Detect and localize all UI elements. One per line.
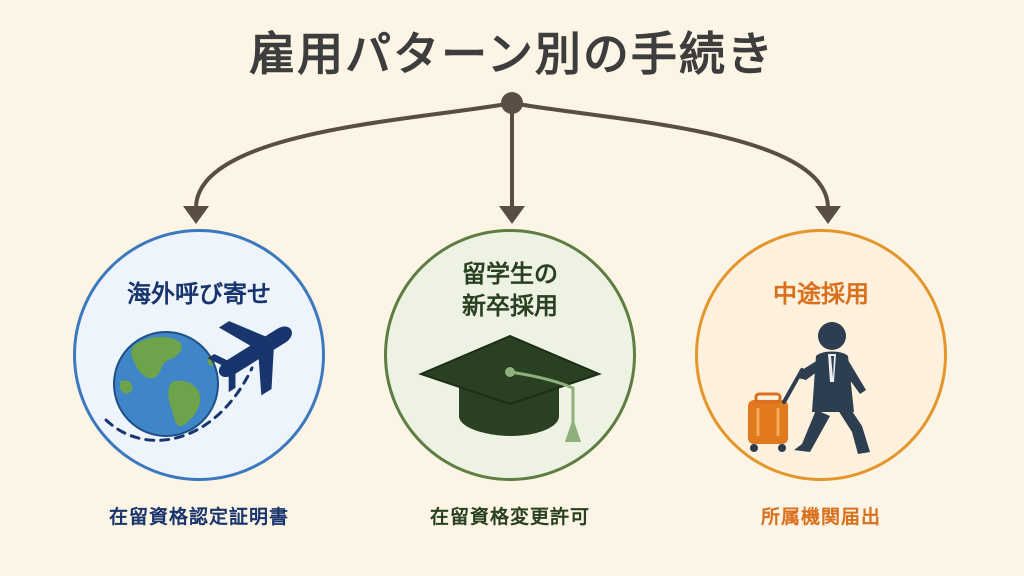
pattern-midcareer-circle: 中途採用 [695,229,947,481]
globe-airplane-icon [104,321,292,442]
graduation-cap-icon [418,334,602,442]
arrow-right-head [815,206,841,224]
procedure-overseas: 在留資格認定証明書 [108,506,289,528]
arrow-left-head [183,206,209,224]
procedure-midcareer: 所属機関届出 [760,506,881,528]
pattern-graduate-title-line2: 新卒採用 [462,292,558,320]
pattern-graduate-title: 留学生の 新卒採用 [387,258,633,322]
pattern-graduate-title-line1: 留学生の [462,260,558,288]
root-node [501,92,523,114]
pattern-midcareer-title: 中途採用 [773,280,869,308]
pattern-overseas-title: 海外呼び寄せ [127,280,271,308]
arrow-right-line [510,101,830,210]
arrow-left-line [194,101,514,210]
page-title: 雇用パターン別の手続き [249,27,775,81]
businessman-suitcase-icon [748,322,870,454]
arrow-center-head [499,206,525,224]
pattern-graduate-circle: 留学生の 新卒採用 [384,229,636,481]
procedure-graduate: 在留資格変更許可 [429,506,590,528]
pattern-overseas-circle: 海外呼び寄せ [73,229,325,481]
